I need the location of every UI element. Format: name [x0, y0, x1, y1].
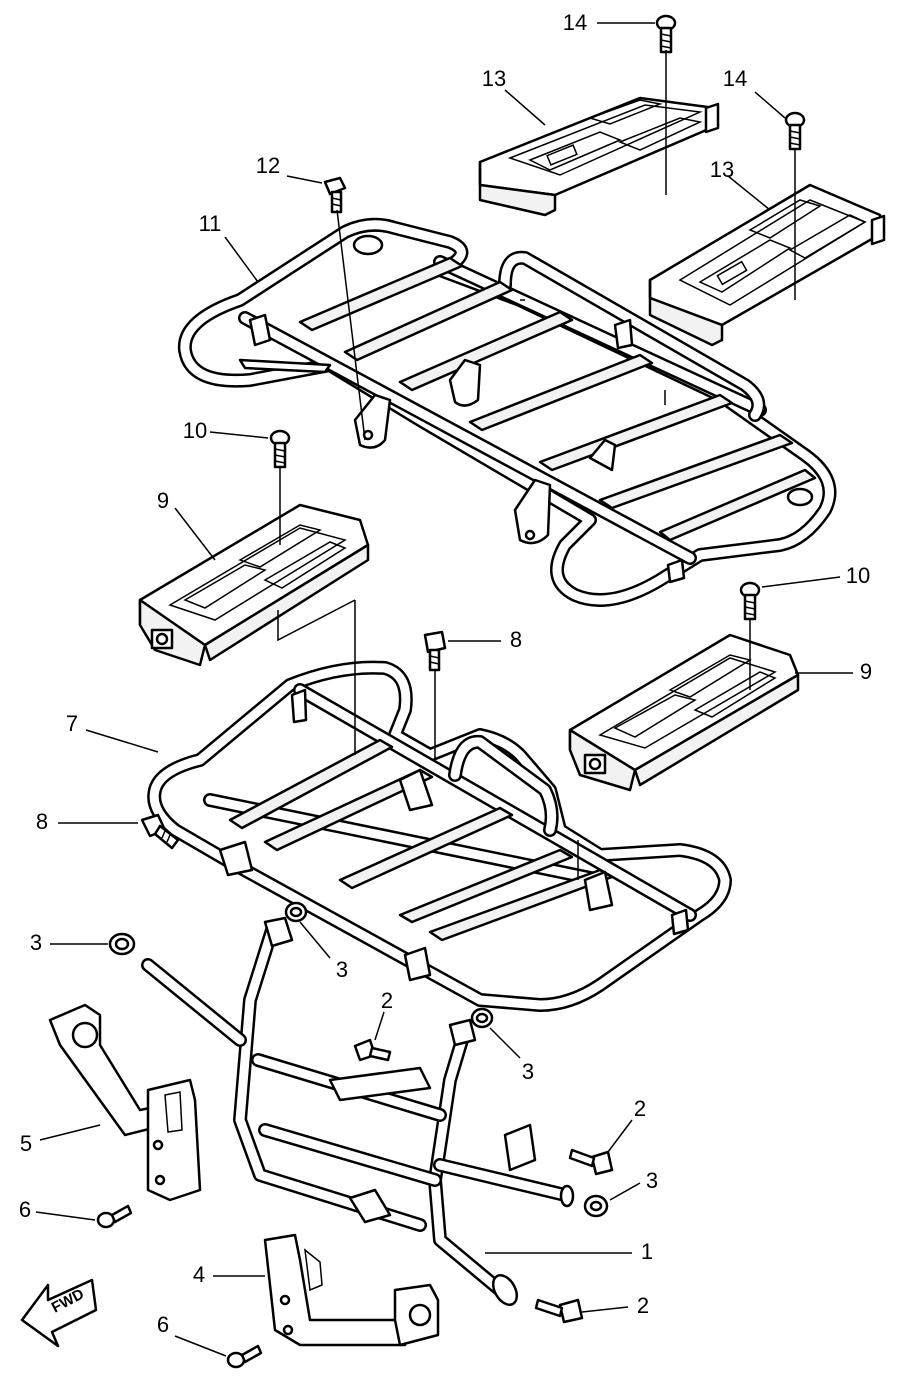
bolt-2-bottom: [534, 1298, 584, 1324]
screw-6-bottom: [226, 1344, 263, 1369]
bolt-12: [323, 176, 347, 214]
callout-9-right: 9: [860, 659, 872, 684]
callout-2-center: 2: [381, 988, 393, 1013]
callout-4: 4: [193, 1262, 205, 1287]
callout-8-top: 8: [510, 627, 522, 652]
callout-5: 5: [20, 1131, 32, 1156]
grommet-3-right-lower: [583, 1194, 609, 1218]
side-panel-13-right: [648, 183, 886, 347]
grommet-3-right-upper: [470, 1007, 494, 1029]
callout-14-top: 14: [563, 10, 587, 35]
bracket-5: [48, 1003, 202, 1202]
bolt-14-top: [655, 14, 677, 54]
callout-3-left: 3: [30, 930, 42, 955]
callout-6-bottom: 6: [157, 1312, 169, 1337]
bolt-14-right: [784, 111, 806, 151]
callout-3-center: 3: [336, 957, 348, 982]
grommet-3-center: [284, 901, 308, 923]
callout-1: 1: [641, 1239, 653, 1264]
bolt-2-right: [568, 1148, 614, 1176]
bolt-10-left: [269, 429, 291, 469]
bracket-4: [263, 1233, 440, 1347]
callout-13-top: 13: [482, 66, 506, 91]
callout-labels: 14 13 14 12 11 13 10 9 10 8 7 9 8 3 3 2 …: [19, 10, 872, 1337]
alignment-lines: [277, 50, 796, 880]
side-panel-9-left: [138, 503, 370, 667]
callout-10-right: 10: [846, 563, 870, 588]
callout-10-left: 10: [183, 418, 207, 443]
side-panel-13-left: [478, 96, 720, 217]
callout-3-right-upper: 3: [522, 1059, 534, 1084]
front-carrier-rack: [147, 660, 732, 1012]
callout-3-right-lower: 3: [646, 1168, 658, 1193]
callout-2-bottom: 2: [637, 1293, 649, 1318]
side-panel-9-right: [568, 633, 800, 792]
bolt-8-top: [423, 630, 447, 672]
callout-2-right: 2: [634, 1096, 646, 1121]
callout-8-left: 8: [36, 809, 48, 834]
grommet-3-left: [108, 932, 136, 956]
lower-bracket-frame: [141, 916, 575, 1306]
callout-14-right: 14: [723, 66, 747, 91]
callout-6-left: 6: [19, 1197, 31, 1222]
callout-12: 12: [256, 153, 280, 178]
forward-arrow-icon: FWD: [20, 1278, 98, 1348]
screw-6-left: [96, 1204, 133, 1229]
bolt-8-left: [140, 813, 180, 850]
callout-13-right: 13: [710, 157, 734, 182]
bolt-2-center: [353, 1038, 392, 1062]
callout-9-left: 9: [157, 488, 169, 513]
leader-lines: [35, 22, 853, 1357]
callout-7: 7: [66, 711, 78, 736]
bolt-10-right: [739, 581, 761, 621]
callout-11: 11: [199, 211, 222, 236]
